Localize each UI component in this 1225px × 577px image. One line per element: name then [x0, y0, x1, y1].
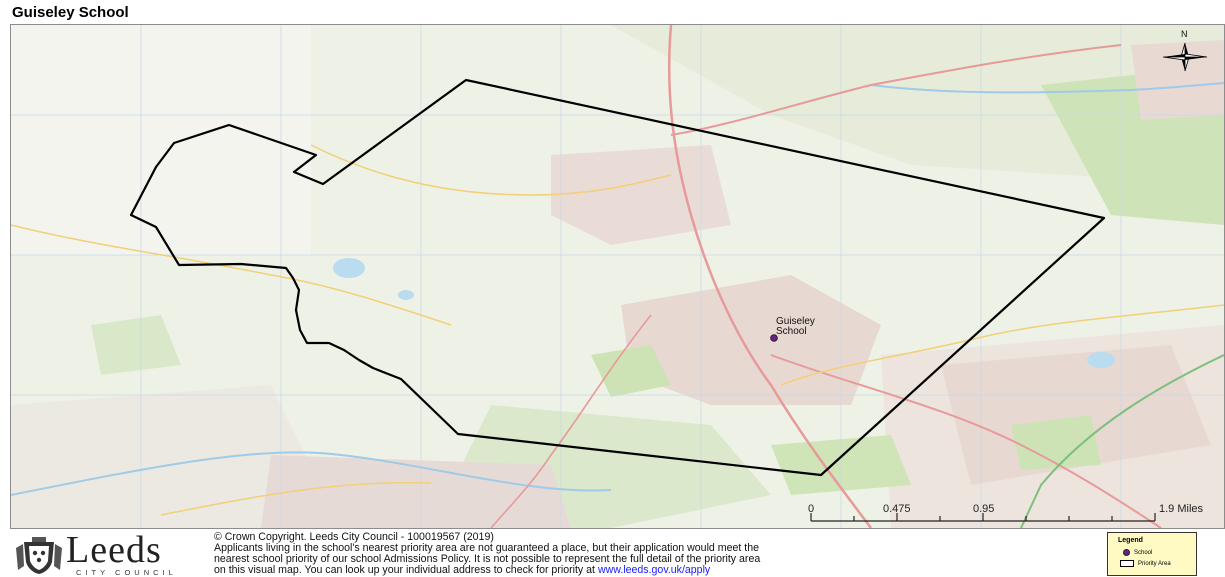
scale-label-0475: 0.475: [883, 503, 911, 515]
logo-subtitle: CITY COUNCIL: [76, 568, 177, 577]
school-marker-icon: [770, 334, 778, 342]
priority-area-boundary: [129, 78, 1106, 477]
legend-row-school: School: [1120, 549, 1152, 556]
map-title: Guiseley School: [12, 4, 129, 21]
scale-bar: [810, 513, 1156, 522]
map-legend: Legend School Priority Area: [1107, 532, 1197, 576]
admissions-note-line3: on this visual map. You can look up your…: [214, 565, 1094, 576]
map-frame[interactable]: N Guiseley School 0 0.475 0.95 1.9 Miles: [10, 24, 1225, 529]
map-footer: Leeds CITY COUNCIL © Crown Copyright. Le…: [0, 528, 1225, 577]
legend-school-label: School: [1134, 550, 1153, 557]
map-canvas: [11, 25, 1224, 528]
legend-title: Legend: [1118, 537, 1143, 544]
legend-row-priority-area: Priority Area: [1120, 560, 1171, 567]
scale-label-0: 0: [808, 503, 815, 515]
priority-area-legend-icon: [1120, 560, 1134, 567]
logo-word: Leeds: [66, 529, 162, 571]
school-label-line1: Guiseley: [776, 316, 815, 327]
school-legend-icon: [1123, 549, 1130, 556]
apply-link[interactable]: www.leeds.gov.uk/apply: [597, 564, 711, 576]
admissions-note-line1: Applicants living in the school's neares…: [214, 542, 759, 554]
scale-label-095: 0.95: [973, 503, 995, 515]
north-label: N: [1181, 29, 1188, 39]
footer-text: © Crown Copyright. Leeds City Council - …: [214, 532, 1094, 576]
school-label-line2: School: [776, 326, 807, 337]
admissions-note-line3-text: on this visual map. You can look up your…: [214, 564, 598, 576]
council-crest-icon: [16, 537, 62, 574]
north-arrow-icon: [1162, 42, 1208, 72]
school-label: Guiseley School: [776, 317, 815, 337]
legend-priority-area-label: Priority Area: [1138, 561, 1171, 568]
leeds-city-council-logo: Leeds CITY COUNCIL: [14, 529, 196, 577]
copyright-text: © Crown Copyright. Leeds City Council - …: [214, 531, 494, 543]
admissions-note-line2: nearest school priority of our school Ad…: [214, 553, 761, 565]
scale-label-19-miles: 1.9 Miles: [1159, 503, 1204, 515]
